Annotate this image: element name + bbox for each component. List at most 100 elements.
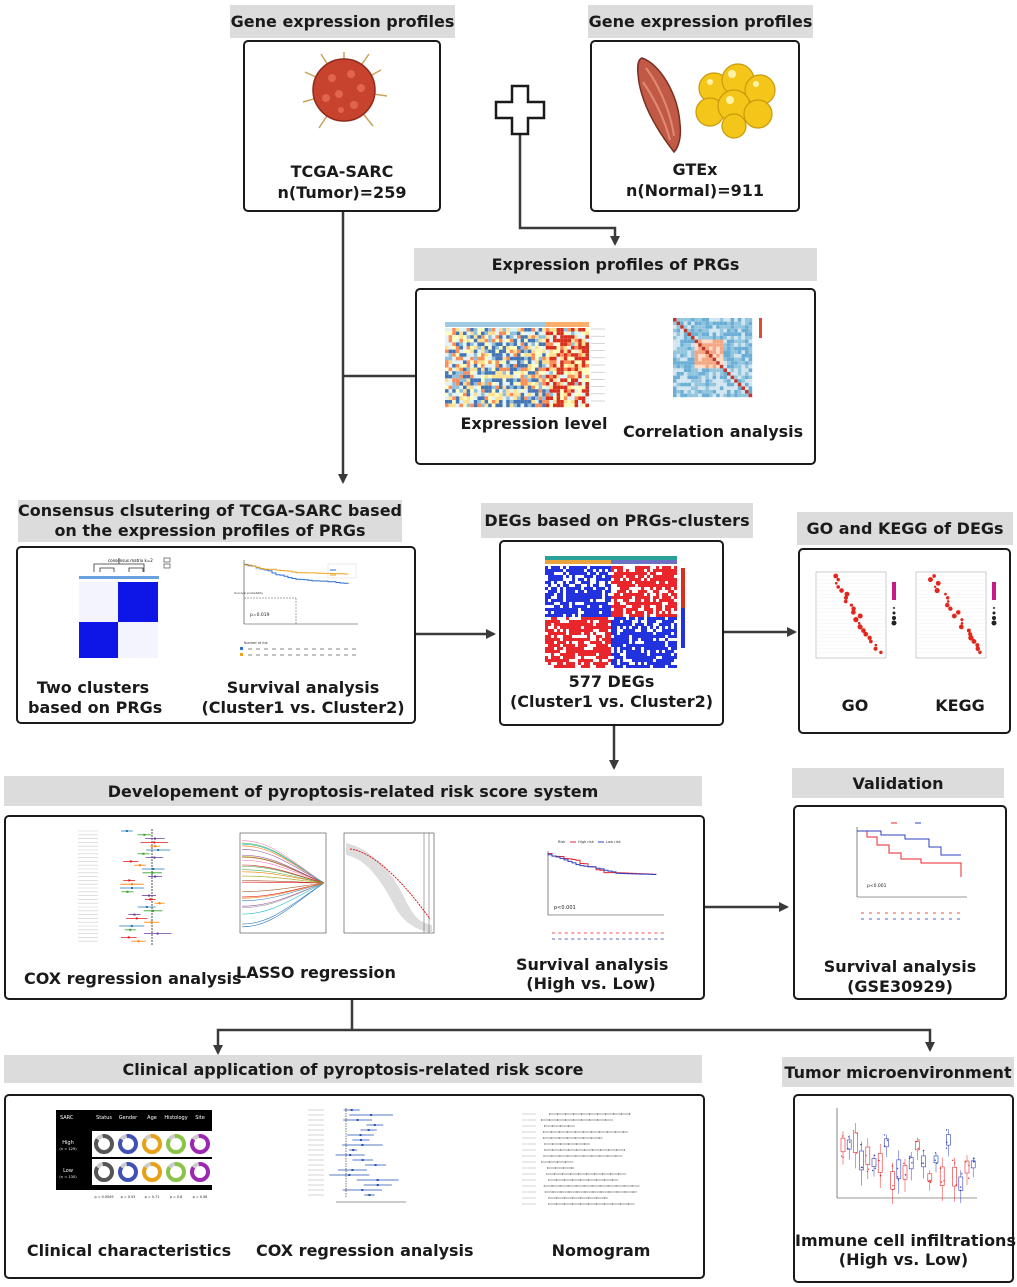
- deg-cell: [605, 650, 608, 653]
- deg-cell: [647, 584, 650, 587]
- deg-cell: [635, 638, 638, 641]
- heat-cell: [542, 396, 546, 400]
- deg-cell: [665, 593, 668, 596]
- corr-cell: [680, 328, 684, 333]
- deg-cell: [584, 584, 587, 587]
- deg-cell: [545, 587, 548, 590]
- deg-cell: [611, 581, 614, 584]
- corr-cell: [709, 386, 713, 390]
- heat-cell: [466, 378, 471, 382]
- deg-cell: [545, 650, 548, 653]
- corr-cell: [734, 386, 738, 390]
- heat-cell: [445, 389, 449, 393]
- corr-cell: [691, 361, 695, 365]
- heat-cell: [481, 382, 485, 386]
- deg-cell: [548, 644, 551, 647]
- deg-cell: [566, 659, 569, 662]
- corr-cell: [745, 357, 749, 362]
- heat-cell: [477, 403, 481, 408]
- deg-cell: [560, 617, 563, 620]
- heat-cell: [567, 400, 571, 404]
- box-body: [871, 1158, 877, 1167]
- deg-cell: [635, 632, 638, 635]
- deg-cell: [644, 644, 647, 647]
- corr-cell: [709, 343, 713, 347]
- heat-cell: [463, 382, 467, 386]
- deg-cell: [557, 587, 560, 590]
- deg-cell: [584, 605, 587, 608]
- corr-cell: [683, 339, 688, 344]
- deg-cell: [602, 620, 605, 623]
- deg-cell: [596, 665, 599, 668]
- deg-cell: [587, 587, 590, 590]
- deg-cell: [578, 599, 581, 602]
- corr-cell: [683, 328, 688, 333]
- deg-cell: [551, 644, 554, 647]
- corr-cell: [719, 328, 724, 333]
- deg-cell: [629, 578, 632, 581]
- deg-cell: [638, 644, 641, 647]
- heat-cell: [538, 374, 543, 379]
- risk-caption-surv-2: (High vs. Low): [526, 974, 656, 993]
- corr-cell: [748, 354, 753, 358]
- heat-cell: [585, 389, 589, 393]
- deg-cell: [641, 566, 644, 569]
- deg-cell: [632, 611, 635, 614]
- deg-cell: [560, 611, 563, 614]
- deg-cell: [608, 596, 611, 599]
- deg-cell: [569, 593, 572, 596]
- lasso-path: [241, 856, 325, 884]
- deg-cell: [563, 650, 566, 653]
- deg-cell: [635, 578, 638, 581]
- heat-cell: [531, 367, 535, 372]
- heat-cell: [506, 331, 510, 336]
- heat-cell: [470, 374, 474, 379]
- heat-cell: [545, 392, 550, 397]
- heat-cell: [527, 371, 532, 375]
- deg-cell: [560, 599, 563, 602]
- heat-cell: [567, 374, 571, 379]
- heat-cell: [538, 389, 543, 393]
- deg-cell: [587, 650, 590, 653]
- deg-cell: [557, 614, 560, 617]
- heat-cell: [499, 346, 503, 350]
- deg-cell: [653, 644, 656, 647]
- corr-cell: [701, 346, 706, 351]
- heat-cell: [549, 367, 553, 372]
- deg-cell: [611, 659, 614, 662]
- deg-cell: [587, 575, 590, 578]
- deg-cell: [617, 566, 620, 569]
- corr-cell: [748, 364, 753, 369]
- heat-cell: [499, 367, 503, 372]
- heat-cell: [473, 396, 478, 400]
- deg-cell: [593, 635, 596, 638]
- deg-cell: [548, 569, 551, 572]
- deg-cell: [620, 623, 623, 626]
- corr-cell: [687, 350, 691, 354]
- heat-cell: [448, 335, 453, 339]
- forest-point: [368, 1194, 371, 1196]
- heat-cell: [563, 346, 568, 350]
- deg-cell: [632, 647, 635, 650]
- deg-cell: [620, 629, 623, 632]
- deg-cell: [611, 665, 614, 668]
- deg-cell: [551, 587, 554, 590]
- heat-cell: [513, 349, 517, 354]
- deg-cell: [623, 590, 626, 593]
- heat-cell: [481, 331, 485, 336]
- corr-cell: [745, 332, 749, 336]
- heat-cell: [488, 389, 492, 393]
- deg-cell: [545, 581, 548, 584]
- corr-cell: [734, 357, 738, 362]
- dotplot-point: [867, 635, 872, 641]
- deg-cell: [653, 566, 656, 569]
- corr-cell: [673, 375, 677, 380]
- deg-cell: [575, 581, 578, 584]
- gtex-header: Gene expression profiles: [588, 5, 813, 38]
- deg-cell: [656, 653, 659, 656]
- corr-cell: [683, 386, 688, 390]
- heat-cell: [535, 396, 539, 400]
- deg-cell: [614, 614, 617, 617]
- clin-col-header: Age: [147, 1115, 157, 1121]
